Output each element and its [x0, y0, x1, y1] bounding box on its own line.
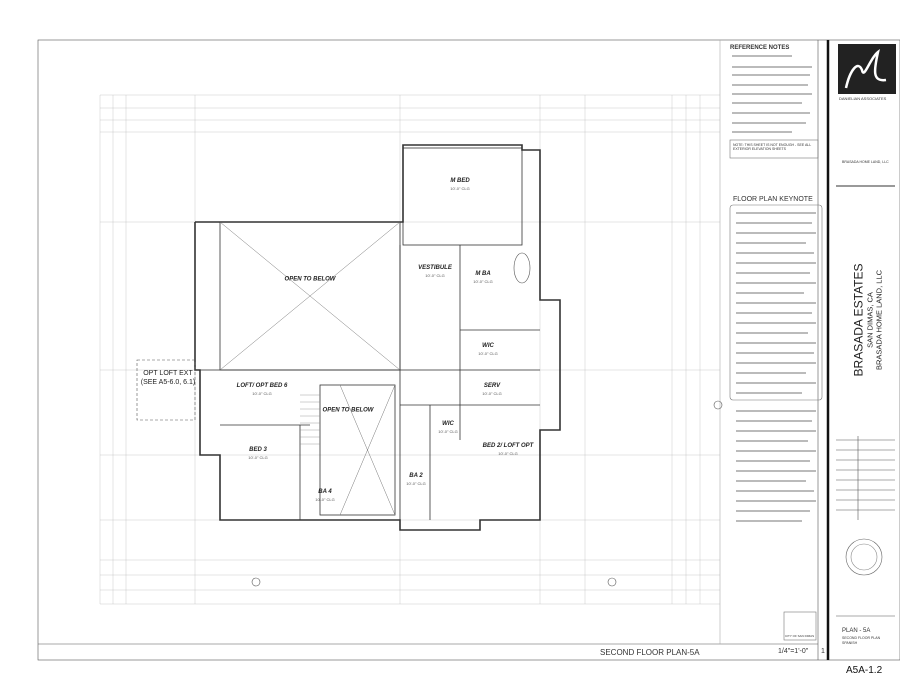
room-open-to-below: OPEN TO BELOW	[284, 276, 336, 283]
sheet-number: A5A-1.2	[846, 665, 883, 676]
stamp-text: CITY OF SAN DIMAS	[785, 634, 815, 638]
project-owner: BRASADA HOME LAND, LLC	[874, 269, 884, 371]
opt-loft-ext-outline	[136, 359, 196, 421]
room-open-to-below-2: OPEN TO BELOW	[322, 407, 374, 414]
project-name: BRASADA ESTATES	[851, 263, 866, 377]
sheet-border	[37, 39, 900, 661]
drawing-number: 1	[821, 648, 825, 655]
project-block: BRASADA ESTATES SAN DIMAS, CA BRASADA HO…	[851, 263, 884, 377]
reference-notes-title: REFERENCE NOTES	[730, 45, 790, 51]
drawing-scale: 1/4"=1'-0"	[778, 648, 809, 655]
drawing-title: SECOND FLOOR PLAN-5A	[600, 648, 700, 657]
style-label: SPANISH	[842, 641, 858, 645]
keynote-title: FLOOR PLAN KEYNOTE	[733, 196, 813, 203]
architect-seal	[845, 538, 883, 576]
plan-label: PLAN - 5A	[842, 628, 871, 634]
sheet-description: SECOND FLOOR PLAN	[842, 636, 881, 640]
project-city: SAN DIMAS, CA	[865, 292, 875, 348]
room-opt-loft-ext: OPT LOFT EXT(SEE A5-6.0, 6.1)	[140, 370, 196, 386]
client-name: BRASADA HOME LAND, LLC	[842, 160, 889, 164]
firm-name: DANIELIAN ASSOCIATES	[839, 96, 887, 101]
exterior-wall	[194, 144, 561, 531]
notes-box-text: NOTE: THIS SHEET IS NOT ENOUGH - SEE ALL…	[733, 143, 812, 151]
